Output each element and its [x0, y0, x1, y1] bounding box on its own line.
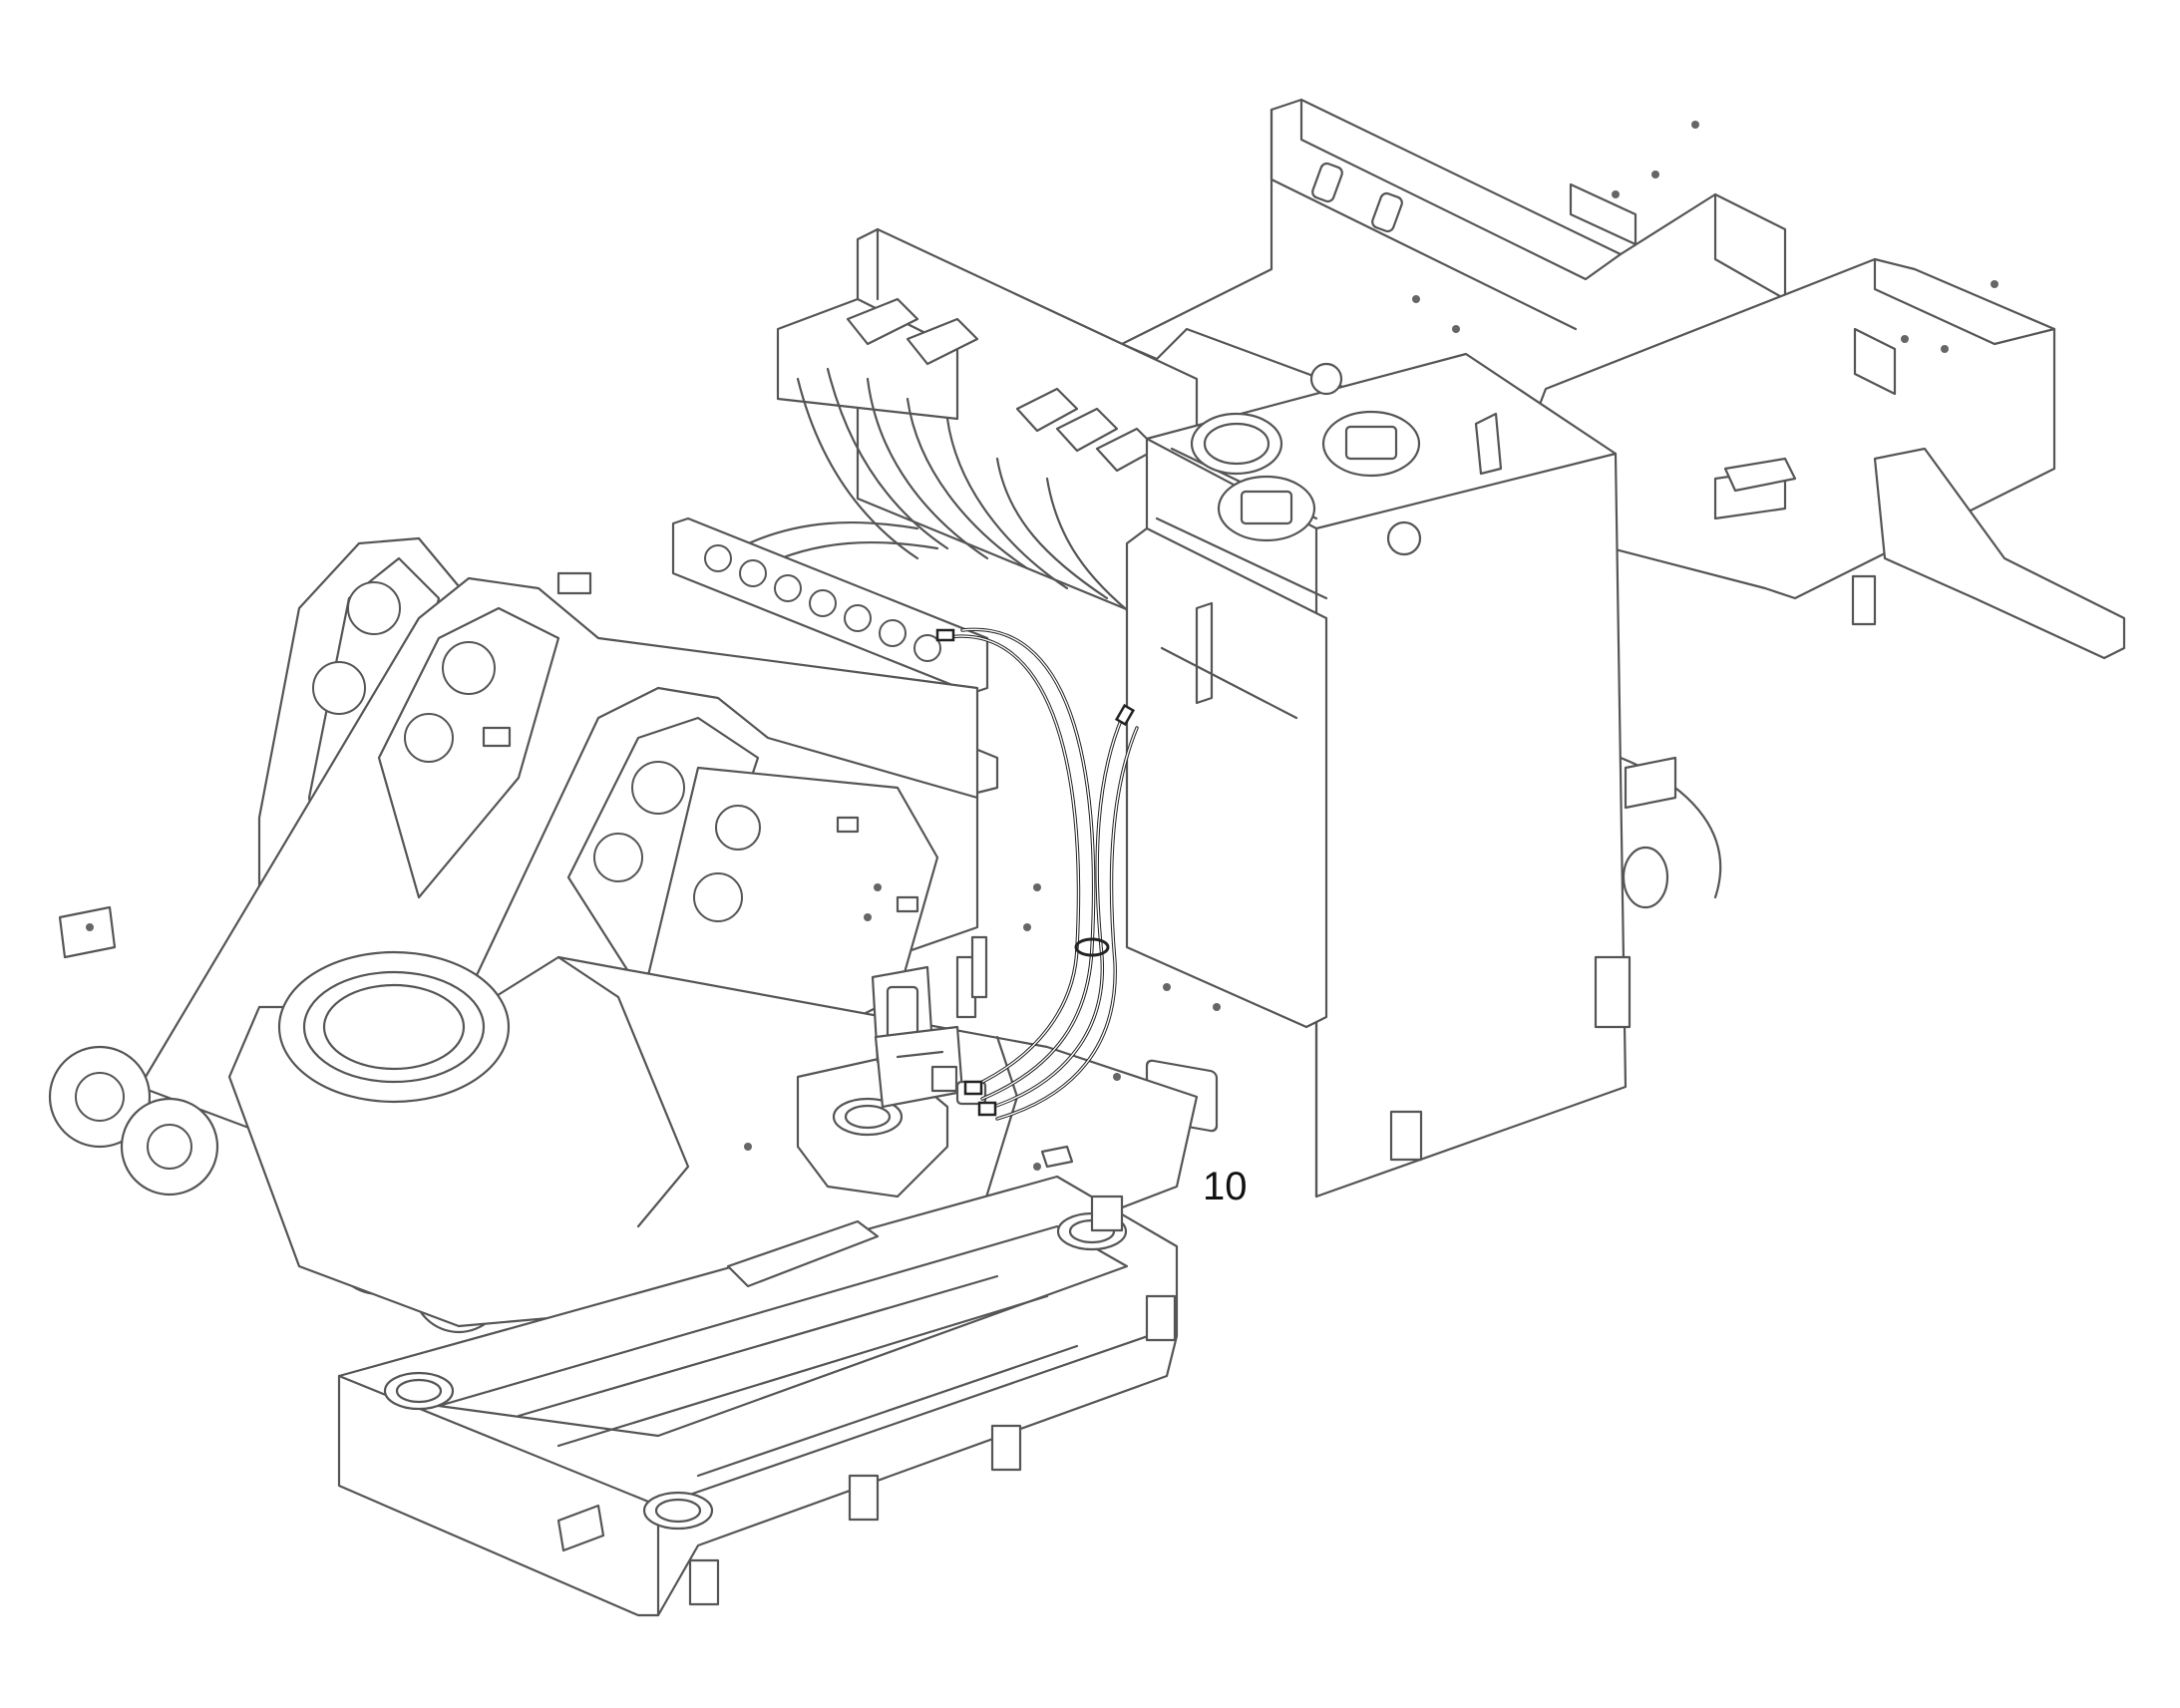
hydraulic-hoses — [935, 627, 1139, 1121]
detail-marks — [836, 816, 1221, 1011]
rear-frame-rails — [1120, 98, 2126, 660]
hydraulic-tank — [1125, 352, 1722, 1198]
part-callout-label: 10 — [1203, 1165, 1248, 1208]
valve-bracket — [871, 955, 987, 1109]
